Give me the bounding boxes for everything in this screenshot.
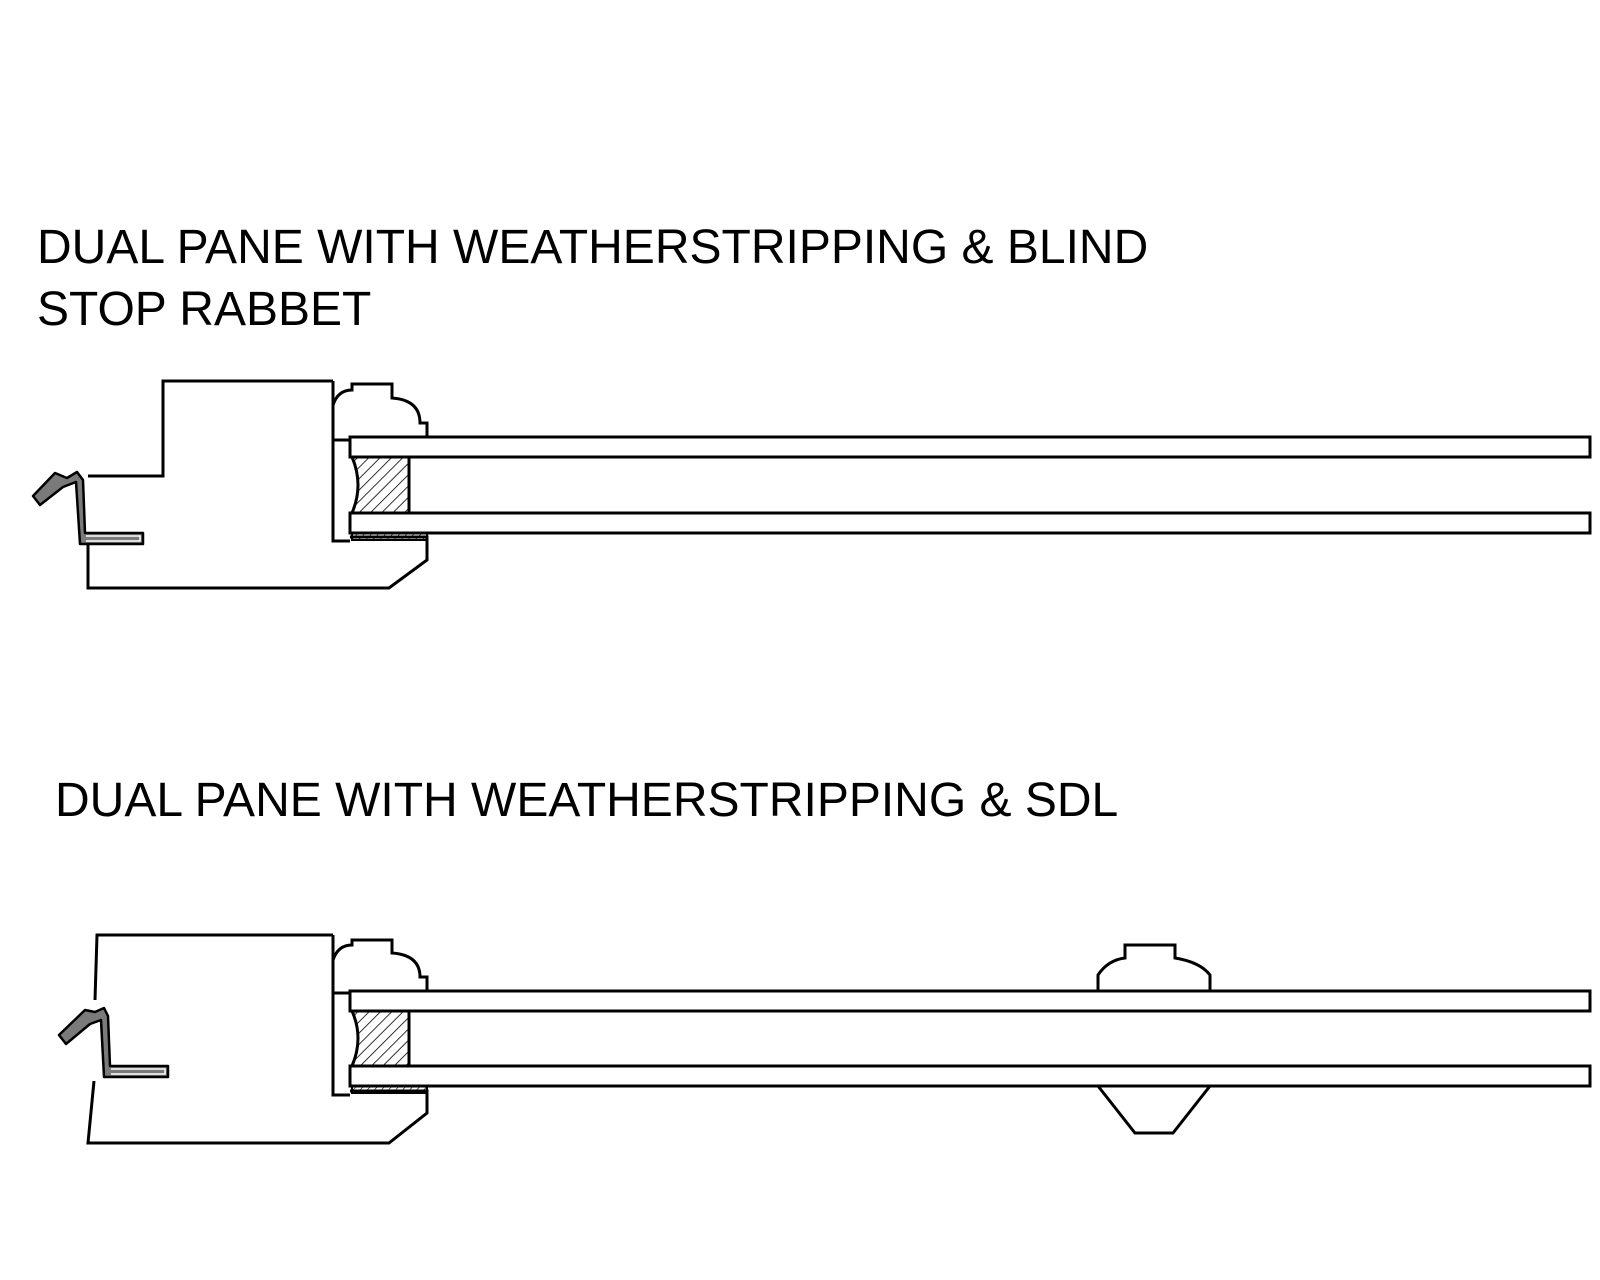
weatherstripping-2 bbox=[57, 1006, 170, 1079]
glazing-sealant bbox=[351, 532, 428, 541]
insulated-glass-unit-2 bbox=[348, 989, 1592, 1088]
inner-glass-pane-2 bbox=[348, 1064, 1592, 1088]
detail-1-title-line-2: STOP RABBET bbox=[37, 283, 371, 336]
insulated-glass-unit bbox=[348, 435, 1592, 535]
detail-blind-stop-rabbet: DUAL PANE WITH WEATHERSTRIPPING & BLIND … bbox=[31, 221, 1592, 590]
detail-sdl: DUAL PANE WITH WEATHERSTRIPPING & SDL bbox=[55, 774, 1592, 1145]
sdl-interior-bar bbox=[1096, 1085, 1212, 1135]
detail-2-title: DUAL PANE WITH WEATHERSTRIPPING & SDL bbox=[55, 774, 1118, 827]
detail-1-title-line-1: DUAL PANE WITH WEATHERSTRIPPING & BLIND bbox=[37, 221, 1148, 274]
glazing-rabbet bbox=[331, 381, 350, 543]
outer-glass-pane-2 bbox=[348, 989, 1592, 1013]
weatherstripping bbox=[31, 470, 145, 546]
glazing-spacer bbox=[349, 455, 411, 515]
outer-glass-pane bbox=[348, 435, 1592, 459]
inner-glass-pane bbox=[348, 511, 1592, 535]
glazing-bead bbox=[331, 382, 429, 440]
glazing-rabbet-2 bbox=[331, 935, 350, 1097]
glazing-spacer-2 bbox=[349, 1009, 411, 1068]
glazing-sealant-2 bbox=[351, 1085, 428, 1094]
glazing-bead-2 bbox=[331, 938, 429, 993]
sdl-exterior-bar bbox=[1096, 943, 1212, 991]
